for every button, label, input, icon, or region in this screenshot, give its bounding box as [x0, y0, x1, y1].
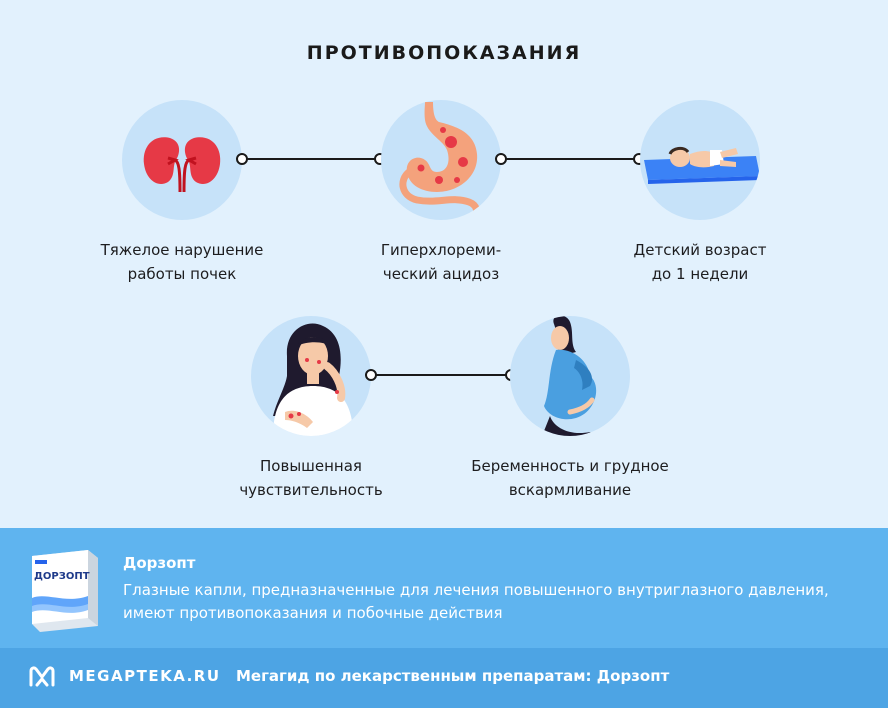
caption-line: Гиперхлореми- [380, 241, 502, 259]
connector-line [501, 158, 639, 160]
product-band: ДОРЗОПТ Дорзопт Глазные капли, предназна… [0, 528, 888, 648]
connector-line [371, 374, 511, 376]
caption-infant: Детский возраст до 1 недели [590, 238, 810, 286]
product-description: Глазные капли, предназначенные для лечен… [123, 581, 829, 622]
caption-pregnancy: Беременность и грудное вскармливание [440, 454, 700, 502]
stomach-icon [381, 100, 501, 220]
caption-line: Детский возраст [633, 241, 767, 259]
connector-dot [365, 369, 377, 381]
connector-line [242, 158, 380, 160]
product-name: Дорзопт [123, 554, 196, 572]
caption-line: Повышенная [260, 457, 362, 475]
caption-acidosis: Гиперхлореми- ческий ацидоз [331, 238, 551, 286]
package-label: ДОРЗОПТ [34, 571, 90, 582]
kidneys-icon [122, 100, 242, 220]
allergy-woman-icon [251, 316, 371, 436]
pregnant-woman-icon [510, 316, 630, 436]
caption-line: до 1 недели [651, 265, 749, 283]
guide-title: Мегагид по лекарственным препаратам: Дор… [236, 667, 670, 685]
caption-line: вскармливание [508, 481, 632, 499]
footer: MEGAPTEKA.RU Мегагид по лекарственным пр… [0, 648, 888, 708]
connector-dot [495, 153, 507, 165]
caption-line: ческий ацидоз [382, 265, 500, 283]
connector-dot [236, 153, 248, 165]
page-title: ПРОТИВОПОКАЗАНИЯ [306, 42, 582, 64]
caption-line: Тяжелое нарушение [100, 241, 264, 259]
product-package-image: ДОРЗОПТ [26, 546, 100, 632]
caption-kidneys: Тяжелое нарушение работы почек [72, 238, 292, 286]
caption-line: работы почек [127, 265, 237, 283]
megapteka-logo-icon [29, 666, 55, 687]
caption-sensitivity: Повышенная чувствительность [201, 454, 421, 502]
infant-icon [640, 100, 760, 220]
brand-link[interactable]: MEGAPTEKA.RU [69, 667, 221, 685]
caption-line: Беременность и грудное [471, 457, 669, 475]
caption-line: чувствительность [239, 481, 383, 499]
